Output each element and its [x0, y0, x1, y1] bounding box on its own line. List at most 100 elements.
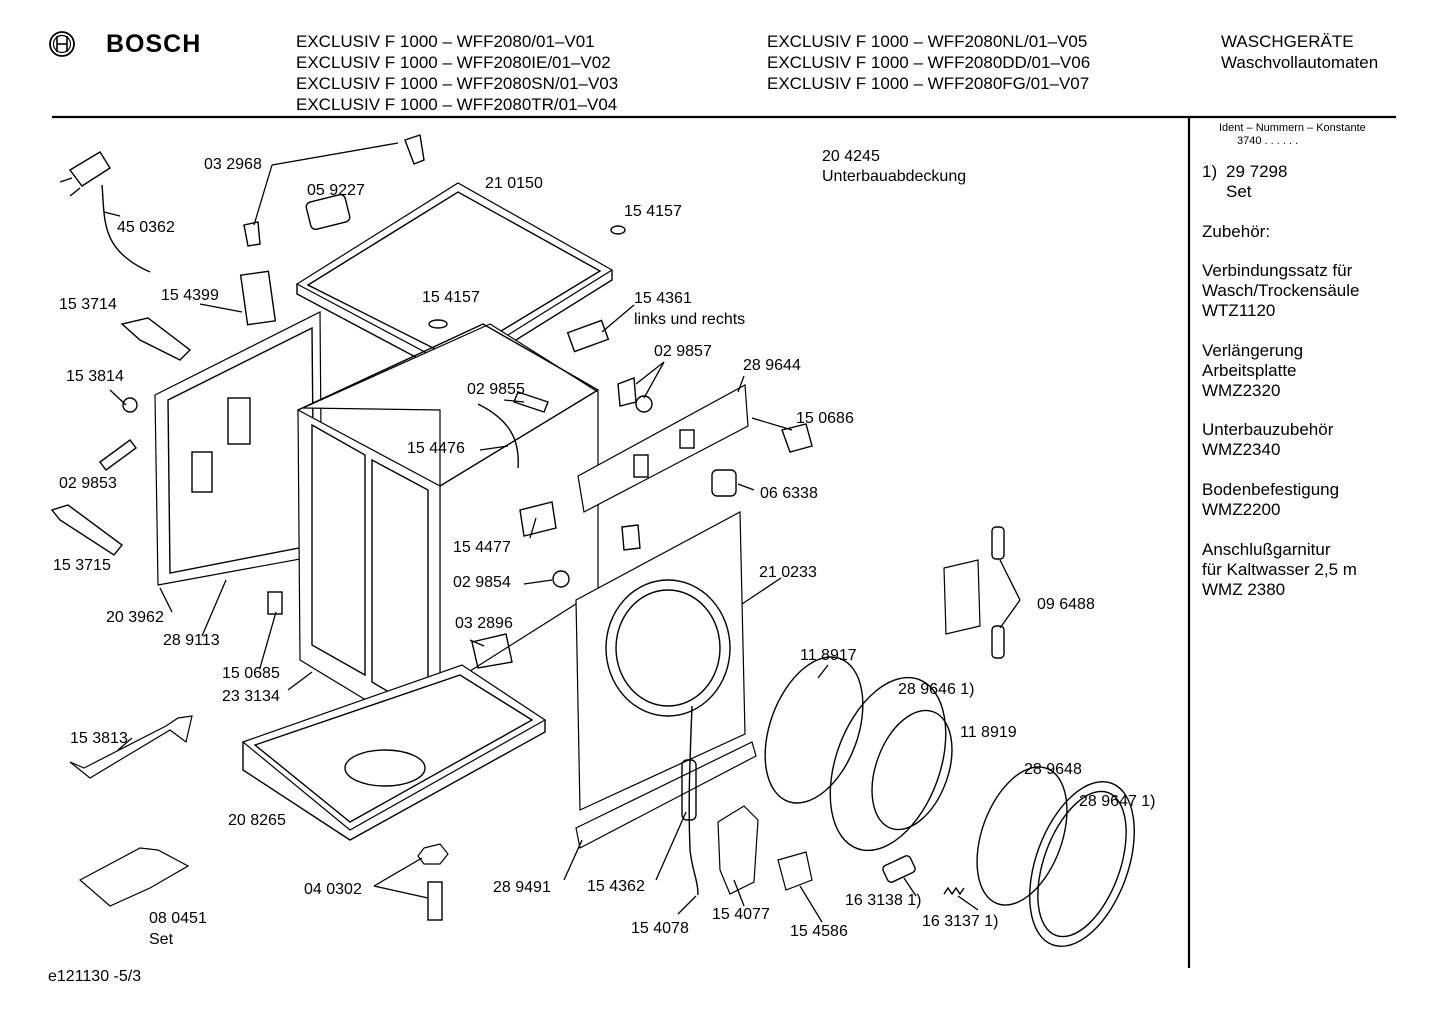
accessory-line: WMZ2340	[1202, 440, 1281, 459]
brand-name: BOSCH	[106, 30, 202, 58]
model-line: EXCLUSIV F 1000 – WFF2080DD/01–V06	[767, 53, 1091, 72]
ident-heading: Ident – Nummern – Konstante	[1219, 122, 1366, 134]
category-title: WASCHGERÄTE	[1221, 32, 1354, 51]
accessory-line: Anschlußgarnitur	[1202, 540, 1331, 559]
part-label: 02 9855	[467, 381, 525, 398]
part-label: 15 4078	[631, 920, 689, 937]
part-label: 15 4476	[407, 440, 465, 457]
part-label: 23 3134	[222, 688, 280, 705]
part-label: 08 0451	[149, 910, 207, 927]
accessory-line: für Kaltwasser 2,5 m	[1202, 560, 1357, 579]
part-label: 15 0685	[222, 665, 280, 682]
part-label: 03 2968	[204, 156, 262, 173]
door-ring-icon	[829, 676, 947, 852]
part-label: 28 9646 1)	[898, 681, 975, 698]
part-label: 21 0150	[485, 175, 543, 192]
model-line: EXCLUSIV F 1000 – WFF2080IE/01–V02	[296, 53, 611, 72]
clip-icon	[617, 377, 637, 407]
part-label: 20 8265	[228, 812, 286, 829]
part-label: 15 3715	[53, 557, 111, 574]
accessory-line: Bodenbefestigung	[1202, 480, 1340, 499]
foot-tool-icon	[78, 847, 190, 907]
switch-icon	[267, 591, 283, 615]
ident-value: 3740 . . . . . .	[1237, 135, 1299, 147]
part-label: 15 4157	[422, 289, 480, 306]
door-ring-icon	[1037, 790, 1127, 938]
plug-icon	[610, 225, 626, 235]
part-label: 11 8917	[800, 647, 857, 664]
part-label: 15 4361	[634, 290, 692, 307]
pin-icon	[991, 625, 1005, 659]
drain-hose-icon	[50, 504, 124, 556]
part-label: 11 8919	[960, 724, 1017, 741]
clip-icon	[621, 524, 641, 551]
part-label: 15 4399	[161, 287, 219, 304]
model-list-2: EXCLUSIV F 1000 – WFF2080NL/01–V05 EXCLU…	[767, 31, 1090, 94]
accessory-line: WMZ2200	[1202, 500, 1281, 519]
base-plate-icon	[241, 664, 547, 841]
category-subtitle: Waschvollautomaten	[1221, 53, 1379, 72]
part-label: 28 9113	[163, 632, 220, 649]
accessory-line: Verbindungssatz für	[1202, 261, 1353, 280]
accessories-heading: Zubehör:	[1202, 222, 1271, 241]
part-label: 28 9648	[1024, 761, 1082, 778]
note-marker: 1)	[1202, 162, 1218, 181]
part-label: 06 6338	[760, 485, 818, 502]
accessory-line: WTZ1120	[1202, 301, 1276, 320]
note-text: Set	[1226, 182, 1252, 201]
part-label: 02 9853	[59, 475, 117, 492]
accessory-item: Unterbauzubehör WMZ2340	[1202, 420, 1333, 460]
door-seal-icon	[764, 656, 864, 804]
part-label: 15 0686	[796, 410, 854, 427]
model-line: EXCLUSIV F 1000 – WFF2080NL/01–V05	[767, 32, 1088, 51]
accessory-item: Verlängerung Arbeitsplatte WMZ2320	[1202, 341, 1303, 401]
buffer-icon	[882, 855, 916, 883]
bracket-icon	[99, 439, 137, 471]
bosch-logo-icon	[49, 31, 75, 57]
part-label: 15 4362	[587, 878, 645, 895]
door-hook-icon	[777, 851, 813, 891]
screw-icon	[427, 881, 443, 921]
part-label: 15 4157	[624, 203, 682, 220]
document-code: e121130 -5/3	[48, 968, 142, 985]
part-label: 15 4077	[712, 906, 770, 923]
part-label: 21 0233	[759, 564, 817, 581]
part-label: 15 4477	[453, 539, 511, 556]
accessory-line: Arbeitsplatte	[1202, 361, 1297, 380]
cap-icon	[122, 397, 138, 413]
part-label: 16 3137 1)	[922, 913, 999, 930]
part-label: 15 3714	[59, 296, 117, 313]
model-line: EXCLUSIV F 1000 – WFF2080FG/01–V07	[767, 74, 1090, 93]
accessory-item: Bodenbefestigung WMZ2200	[1202, 480, 1339, 520]
part-label: 03 2896	[455, 615, 513, 632]
cable-sleeve-icon	[681, 759, 697, 821]
door-lock-icon	[717, 805, 759, 895]
bracket-icon	[519, 501, 557, 537]
control-panel-bracket-icon	[577, 384, 749, 513]
door-hinge-icon	[943, 559, 981, 635]
model-line: EXCLUSIV F 1000 – WFF2080SN/01–V03	[296, 74, 619, 93]
accessory-item: Verbindungssatz für Wasch/Trockensäule W…	[1202, 261, 1359, 321]
part-description: Set	[149, 931, 174, 948]
part-description: links und rechts	[634, 311, 746, 328]
part-label: 28 9644	[743, 357, 801, 374]
part-label: 20 4245	[822, 148, 880, 165]
hose-clip-icon	[477, 403, 519, 469]
part-label: 28 9647 1)	[1079, 793, 1156, 810]
accessory-item: Anschlußgarnitur für Kaltwasser 2,5 m WM…	[1202, 540, 1357, 600]
accessory-line: Unterbauzubehör	[1202, 420, 1334, 439]
part-label: 15 3814	[66, 368, 124, 385]
grommet-icon	[552, 570, 570, 588]
hinge-block-icon	[566, 319, 610, 353]
wrench-icon	[69, 715, 193, 779]
front-panel-icon	[575, 511, 746, 811]
part-label: 45 0362	[117, 219, 175, 236]
door-seal-icon	[976, 766, 1068, 906]
grommet-icon	[635, 395, 653, 413]
plug-icon	[428, 319, 448, 329]
door-glass-icon	[871, 709, 953, 831]
pump-icon	[471, 633, 513, 669]
clip-icon	[243, 221, 261, 247]
clip-icon	[513, 391, 549, 413]
